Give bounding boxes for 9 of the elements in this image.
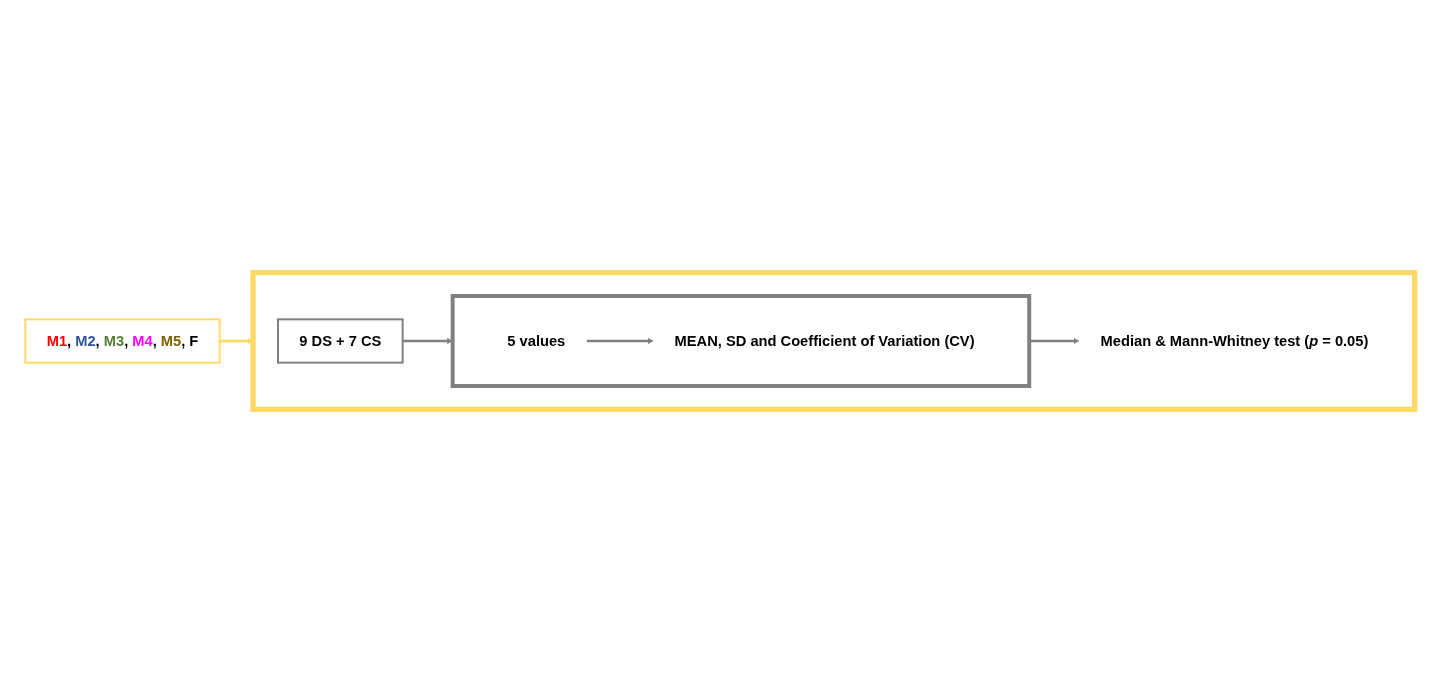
cluster xyxy=(249,269,1417,412)
node-text: 5 values xyxy=(506,332,565,349)
node-text: MEAN, SD and Coefficient of Variation (CV) xyxy=(674,332,975,349)
arrow xyxy=(219,337,253,344)
node-box: M1, M2, M3, M4, M5, F xyxy=(23,317,221,364)
cluster xyxy=(450,293,1031,388)
node-text: Median & Mann-Whitney test (p = 0.05) xyxy=(1100,332,1368,349)
arrow xyxy=(586,337,653,344)
node-box: 9 DS + 7 CS xyxy=(276,317,404,364)
